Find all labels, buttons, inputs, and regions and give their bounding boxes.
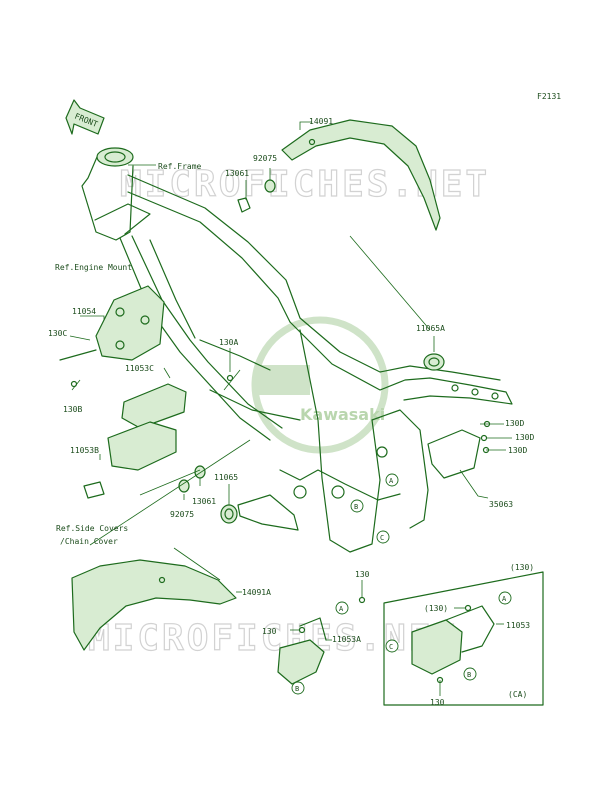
callout-11053A: 11053A [332, 635, 361, 644]
bushing-13061-bottom [178, 465, 238, 524]
callout-ref-engine-mount: Ref.Engine Mount [55, 263, 132, 272]
bracket-11053A [277, 617, 327, 685]
svg-text:B: B [467, 671, 471, 679]
callout-130-c: 130 [430, 698, 445, 707]
svg-text:B: B [354, 503, 358, 511]
callout-13061-top: 13061 [225, 169, 249, 178]
callout-ref-frame: Ref.Frame [158, 162, 202, 171]
callout-11065A: 11065A [416, 324, 445, 333]
callout-ref-side-covers: Ref.Side Covers [56, 524, 128, 533]
ref-badge-a2: A [335, 601, 349, 615]
svg-text:A: A [339, 605, 344, 613]
svg-text:A: A [502, 595, 507, 603]
svg-text:C: C [380, 534, 384, 542]
callout-ca: (CA) [508, 690, 527, 699]
grommet-11065A [423, 353, 445, 371]
callout-14091A: 14091A [242, 588, 271, 597]
callout-11053B: 11053B [70, 446, 99, 455]
ref-badge-b1: B [350, 499, 364, 513]
callout-92075-top: 92075 [253, 154, 277, 163]
callout-11053C: 11053C [125, 364, 154, 373]
callout-11053: 11053 [506, 621, 530, 630]
callout-130-b: 130 [262, 627, 277, 636]
frame-cover-14091 [281, 119, 441, 231]
callout-13061-bottom: 13061 [192, 497, 216, 506]
svg-text:B: B [295, 685, 299, 693]
ref-badge-b2: B [291, 681, 305, 695]
callout-130D-2: 130D [515, 433, 534, 442]
bracket-11053B [83, 421, 177, 499]
callout-11065: 11065 [214, 473, 238, 482]
ref-badge-c1: C [376, 530, 390, 544]
callout-11054: 11054 [72, 307, 96, 316]
bracket-11053C [121, 383, 187, 429]
front-arrow-icon: FRONT [65, 99, 105, 135]
ref-badge-b3: B [463, 667, 477, 681]
callout-130D-1: 130D [505, 419, 524, 428]
callout-130-paren-1: (130) [510, 563, 534, 572]
callout-130D-3: 130D [508, 446, 527, 455]
watermark-text-bottom: MICROFICHES.NET [88, 618, 458, 659]
bracket-11054 [59, 285, 165, 361]
callout-chain-cover: /Chain Cover [60, 537, 118, 546]
main-frame [81, 147, 513, 553]
leader-lines [69, 121, 512, 696]
svg-text:A: A [389, 477, 394, 485]
callout-92075-bottom: 92075 [170, 510, 194, 519]
bolts [70, 374, 491, 684]
callout-130C: 130C [48, 329, 67, 338]
frame-cover-14091A [71, 559, 237, 651]
watermark-logo-text: Kawasaki [300, 405, 385, 424]
ca-inset [383, 571, 544, 706]
svg-text:C: C [389, 643, 393, 651]
callout-130-paren-2: (130) [424, 604, 448, 613]
ref-badge-c2: C [385, 639, 399, 653]
callout-130A: 130A [219, 338, 238, 347]
callout-130-a: 130 [355, 570, 370, 579]
callout-35063: 35063 [489, 500, 513, 509]
figure-code: F2131 [537, 92, 561, 101]
watermark-logo: Kawasaki [251, 316, 389, 454]
callout-14091: 14091 [309, 117, 333, 126]
ref-badge-a1: A [385, 473, 399, 487]
callout-130B: 130B [63, 405, 82, 414]
ref-badge-a3: A [498, 591, 512, 605]
